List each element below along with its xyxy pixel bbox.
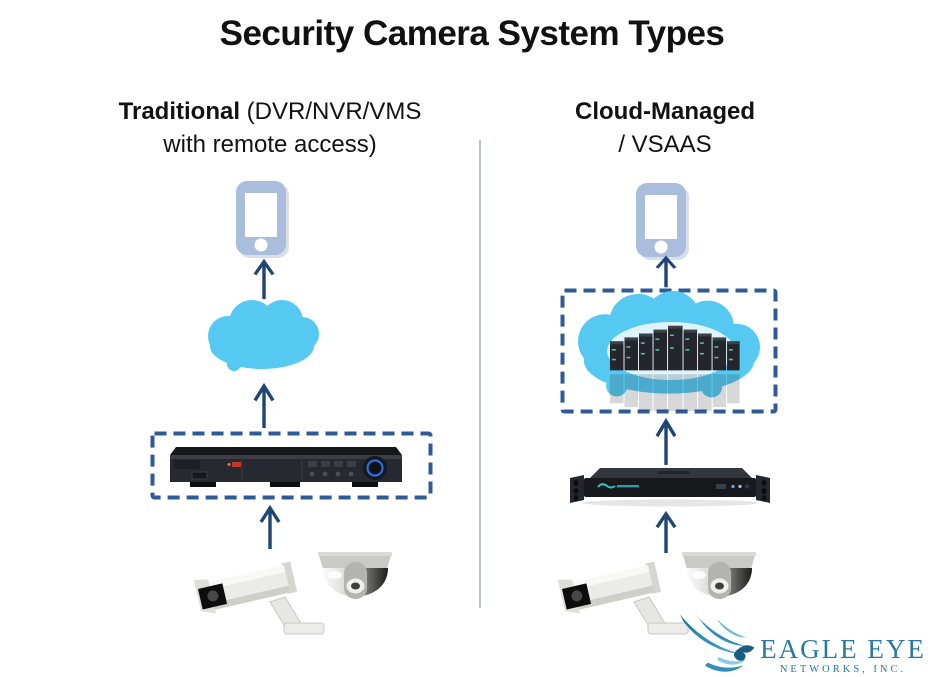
traditional-heading-line2: with remote access)	[163, 131, 377, 158]
column-divider	[479, 140, 481, 608]
traditional-heading: Traditional (DVR/NVR/VMS with remote acc…	[70, 95, 470, 161]
cloud-icon	[200, 296, 324, 376]
security-cameras-icon	[192, 540, 392, 640]
dvr-dashed-box	[150, 431, 433, 500]
cloud-datacenter-dashed-box	[560, 288, 778, 414]
eagle-eye-logo: EAGLE EYE NETWORKS, INC.	[676, 610, 940, 676]
cloud-managed-heading-line2: / VSAAS	[618, 131, 712, 158]
logo-text: EAGLE EYE NETWORKS, INC.	[748, 634, 938, 676]
logo-company-subtitle: NETWORKS, INC.	[779, 664, 907, 675]
cloud-managed-heading: Cloud-Managed / VSAAS	[525, 95, 805, 161]
logo-company-name: EAGLE EYE	[760, 634, 926, 664]
arrow-up-icon	[653, 417, 679, 466]
traditional-heading-bold: Traditional	[118, 98, 240, 125]
page-title: Security Camera System Types	[219, 14, 725, 53]
arrow-up-icon	[653, 255, 679, 288]
rack-appliance-icon	[570, 462, 770, 507]
cloud-managed-heading-bold: Cloud-Managed	[575, 98, 755, 125]
smartphone-icon	[234, 180, 290, 258]
arrow-up-icon	[251, 382, 277, 429]
cloud-datacenter-icon	[563, 291, 775, 411]
smartphone-icon	[634, 182, 690, 260]
traditional-heading-rest: (DVR/NVR/VMS	[240, 98, 422, 125]
dvr-recorder-icon	[168, 445, 404, 489]
arrow-up-icon	[251, 258, 277, 300]
